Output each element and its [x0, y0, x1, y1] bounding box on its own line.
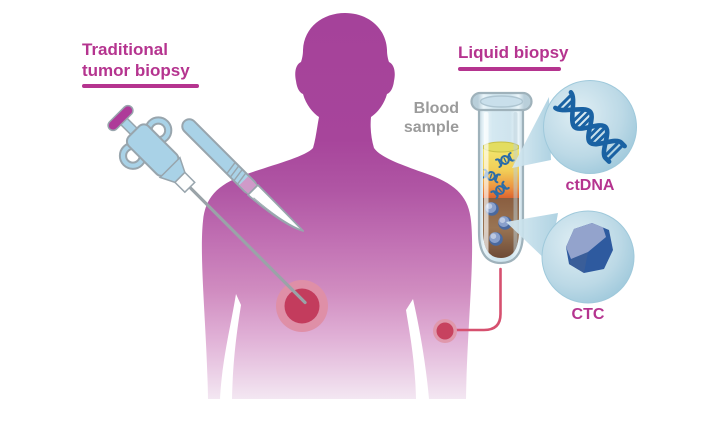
left-arm-gap [220, 294, 241, 399]
traditional-biopsy-label-line2: tumor biopsy [82, 61, 190, 80]
blood-sample-label-line1: Blood [413, 100, 459, 117]
tumor-cell-icon [566, 223, 613, 273]
dna-helix-icon [553, 90, 627, 164]
blood-sample-label: Blood sample [369, 99, 459, 137]
callout-beam-ctdna [512, 97, 551, 168]
right-arm-gap [406, 299, 429, 399]
body-silhouette [201, 13, 473, 399]
ctdna-label: ctDNA [565, 177, 615, 194]
ctc-magnifier [541, 210, 635, 304]
ctc-label: CTC [571, 306, 605, 323]
traditional-biopsy-label-line1: Traditional [82, 40, 168, 59]
liquid-label-underline [458, 67, 561, 71]
traditional-label-underline [82, 84, 199, 88]
traditional-biopsy-label: Traditional tumor biopsy [82, 39, 190, 81]
scalpel-icon [181, 118, 305, 232]
tumor-marker [276, 280, 328, 332]
biopsy-needle-icon [107, 104, 307, 305]
connector-line [446, 267, 502, 332]
blood-draw-point [433, 319, 457, 343]
ctdna-magnifier [543, 80, 637, 174]
blood-sample-label-line2: sample [403, 119, 459, 136]
liquid-biopsy-label: Liquid biopsy [458, 43, 569, 62]
